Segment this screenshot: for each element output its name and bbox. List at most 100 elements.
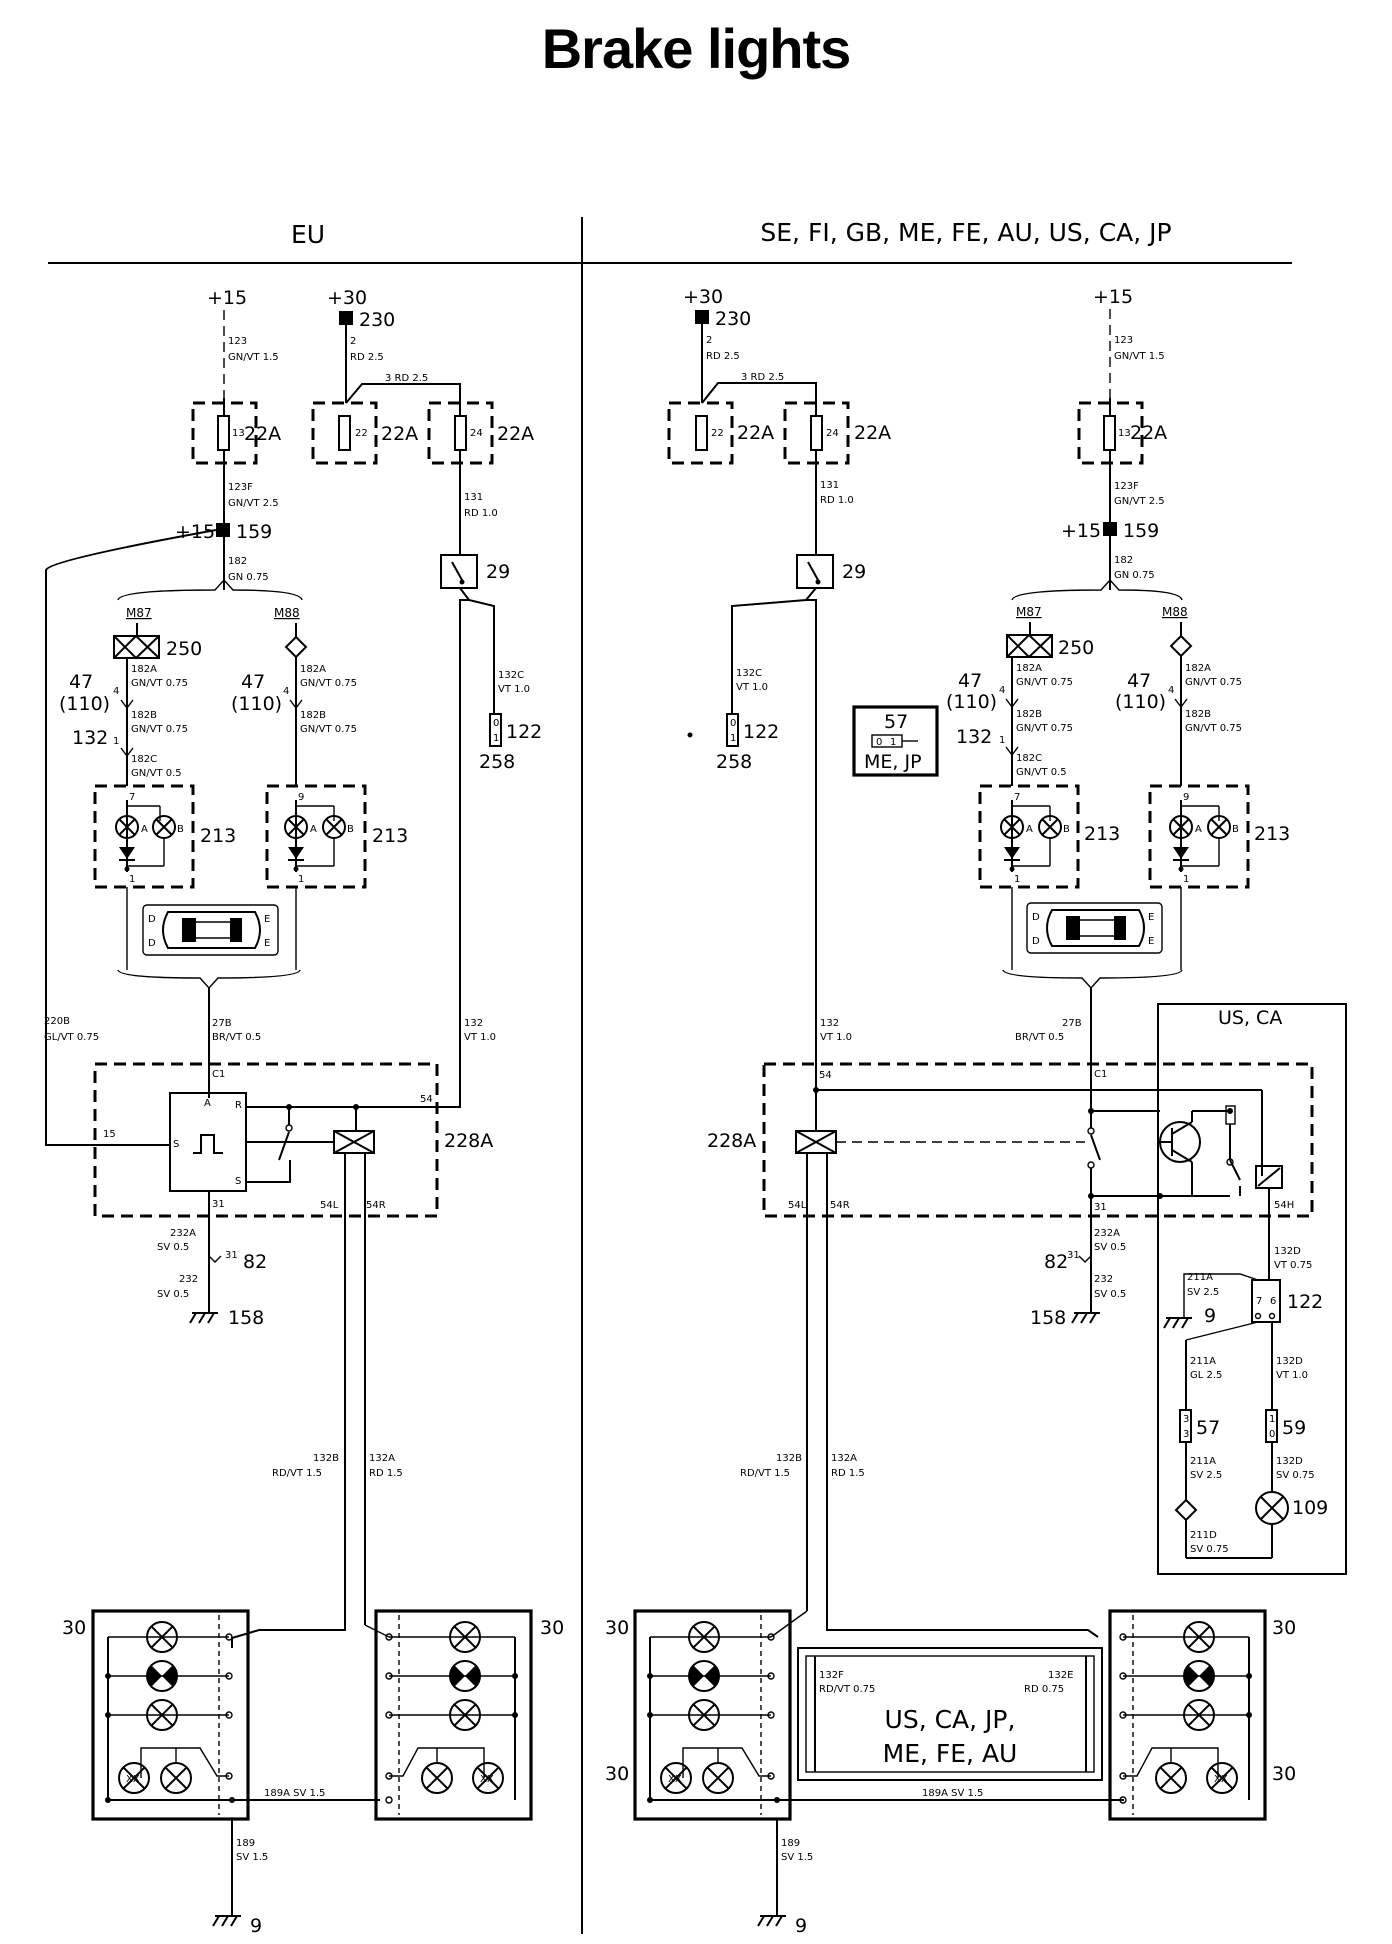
label-comp-m88: M88 (1162, 605, 1188, 619)
label-wire-w182b: 182B (300, 710, 326, 721)
ground-158-icon (189, 1290, 218, 1324)
label-comp-c132: 132 (72, 727, 108, 749)
label-comp-c250: 250 (1058, 637, 1094, 659)
label-pins-pB: B (347, 824, 354, 835)
label-supply-node230: 230 (715, 308, 751, 330)
label-wire-w220b: 220B (44, 1016, 70, 1027)
label-comp-c30: 30 (540, 1617, 564, 1639)
node-230 (339, 311, 353, 325)
label-wire-w123: 123 (228, 336, 247, 347)
label-wire-w211d: 211D (1190, 1530, 1217, 1541)
label-pins-p54R: 54R (830, 1200, 850, 1211)
label-wire-gnvt05: GN/VT 0.5 (131, 768, 182, 779)
label-wire-w132c: 132C (736, 668, 762, 679)
label-supply-node159: 159 (236, 521, 272, 543)
label-wire-sv05: SV 0.5 (157, 1289, 189, 1300)
label-comp-panel1: US, CA, JP, (885, 1705, 1016, 1734)
brake-light-module-228A (93, 1062, 439, 1218)
label-wire-w182a: 182A (300, 664, 326, 675)
ground-9-r-icon (757, 1915, 786, 1927)
label-wire-sv15: SV 1.5 (781, 1852, 813, 1863)
label-wire-sv075: SV 0.75 (1276, 1470, 1315, 1481)
label-pins-p01: 0 (730, 718, 736, 729)
label-wire-w27bc: BR/VT 0.5 (1015, 1032, 1064, 1043)
label-wire-w189: 189 (781, 1838, 800, 1849)
label-wire-w132e: 132E (1048, 1670, 1073, 1681)
label-wire-gnvt075: GN/VT 0.75 (300, 678, 357, 689)
label-wire-w182a: 182A (1185, 663, 1211, 674)
label-pins-p11: 1 (890, 737, 896, 748)
label-wire-w189a: 189A SV 1.5 (264, 1788, 325, 1799)
label-wire-w123c: GN/VT 1.5 (1114, 351, 1165, 362)
label-fuse-box: 22A (737, 422, 774, 444)
label-pins-p54H: 54H (1274, 1200, 1294, 1211)
label-pins-pA: A (141, 824, 148, 835)
label-pins-p31: 31 (1067, 1250, 1080, 1261)
label-comp-c213: 213 (1084, 823, 1120, 845)
label-fuse-box: 22A (381, 423, 418, 445)
label-supply-node159: 159 (1123, 520, 1159, 542)
label-wire-w211a: 211A (1187, 1272, 1213, 1283)
node-159-r (1103, 522, 1117, 536)
connector-122-r (726, 713, 739, 747)
label-pins-p4: 4 (113, 686, 119, 697)
fuse-box-22-r (667, 401, 734, 465)
label-comp-c110: (110) (231, 693, 282, 715)
label-wire-w232: 232 (179, 1274, 198, 1285)
label-comp-c132: 132 (956, 726, 992, 748)
label-pins-p31: 31 (212, 1199, 225, 1210)
label-comp-c258: 258 (716, 751, 752, 773)
label-comp-m87: M87 (1016, 605, 1042, 619)
label-wire-w132fc: RD/VT 0.75 (819, 1684, 875, 1695)
label-pins-p6: 6 (1270, 1296, 1276, 1307)
section-label-eu: EU (291, 220, 325, 249)
label-pins-p54L: 54L (788, 1200, 807, 1211)
label-comp-c29: 29 (842, 561, 866, 583)
label-wire-sv25: SV 2.5 (1190, 1470, 1222, 1481)
label-wire-w182: 182 (1114, 555, 1133, 566)
label-pins-p1: 1 (129, 874, 135, 885)
section-label-markets: SE, FI, GB, ME, FE, AU, US, CA, JP (760, 218, 1171, 247)
label-wire-w2c: RD 2.5 (706, 351, 740, 362)
label-wire-vt10: VT 1.0 (464, 1032, 496, 1043)
label-wire-w27b: 27B (212, 1018, 232, 1029)
label-fuse-fuse13: 13 (1118, 428, 1131, 439)
label-wire-w131c: RD 1.0 (820, 495, 854, 506)
label-comp-c47: 47 (241, 671, 265, 693)
ground-158-r-icon (1071, 1312, 1100, 1324)
label-wire-w123f: 123F (228, 482, 253, 493)
label-supply-ign: +15 (1061, 520, 1101, 542)
label-pins-pA: A (1026, 824, 1033, 835)
label-comp-panel2: ME, FE, AU (883, 1739, 1018, 1768)
svg-text:E: E (264, 938, 270, 949)
label-wire-gnvt075: GN/VT 0.75 (1185, 677, 1242, 688)
label-pins-p54L: 54L (320, 1200, 339, 1211)
label-pins-pR: R (235, 1100, 242, 1111)
label-wire-w182c: GN 0.75 (1114, 570, 1155, 581)
fuse-24 (454, 415, 467, 451)
connector-250-r (1006, 634, 1053, 658)
rear-light-cluster-right (374, 1609, 533, 1821)
label-comp-c158: 158 (1030, 1307, 1066, 1329)
label-comp-c213: 213 (1254, 823, 1290, 845)
fuse-22 (338, 415, 351, 451)
label-wire-gnvt075: GN/VT 0.75 (1016, 723, 1073, 734)
label-pins-p1: 1 (113, 736, 119, 747)
page-title: Brake lights (542, 17, 851, 80)
label-wire-w132d: 132D (1276, 1356, 1303, 1367)
label-pins-xx: XX (1214, 1774, 1228, 1785)
label-comp-c47: 47 (958, 670, 982, 692)
label-wire-gl25: GL 2.5 (1190, 1370, 1222, 1381)
label-fuse-box: 22A (854, 422, 891, 444)
eu-circuit: +15 123 GN/VT 1.5 13 22A 123F GN/VT 2.5 … (44, 287, 564, 1937)
label-wire-w123fc: GN/VT 2.5 (1114, 496, 1165, 507)
label-wire-w182b: 182B (1016, 709, 1042, 720)
label-pins-p31: 31 (1094, 1202, 1107, 1213)
svg-text:E: E (264, 914, 270, 925)
label-pins-p9: 9 (298, 792, 304, 803)
label-pins-xx: XX (480, 1774, 494, 1785)
label-pins-p9: 9 (1183, 792, 1189, 803)
label-comp-c228a: 228A (444, 1130, 493, 1152)
fuse-13 (217, 415, 230, 451)
